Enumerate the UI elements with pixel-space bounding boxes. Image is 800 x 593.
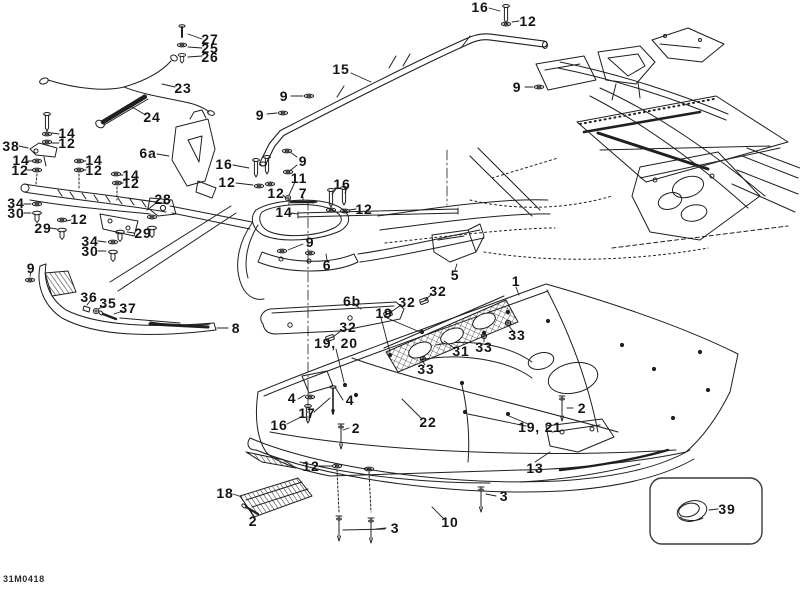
drawing-code: 31M0418 xyxy=(3,574,45,584)
cable-spring-assembly xyxy=(39,24,215,129)
bracket-6a xyxy=(171,109,294,199)
leader-lines xyxy=(18,7,719,530)
handlebar-tube xyxy=(259,4,597,167)
inset-box xyxy=(649,477,763,545)
chassis-frame xyxy=(377,27,800,260)
front-support-beam xyxy=(20,112,253,292)
lower-lip-and-grille xyxy=(239,437,695,518)
front-bumper xyxy=(24,263,217,335)
pan-nose-assembly xyxy=(237,186,485,335)
